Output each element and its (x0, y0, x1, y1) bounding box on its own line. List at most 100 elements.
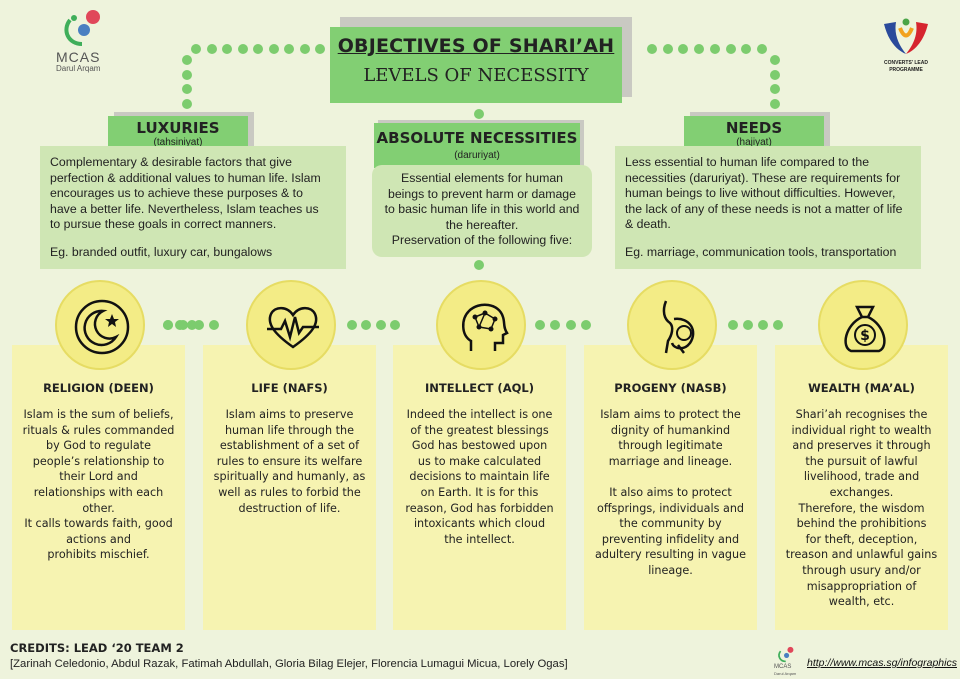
card-description-line: for theft, deception, (805, 532, 918, 546)
necessity-card: RELIGION (DEEN)Islam is the sum of belie… (12, 345, 185, 630)
connector-dot (347, 320, 357, 330)
card-description-line (584, 469, 757, 485)
connector-dot (253, 44, 263, 54)
connector-dot (178, 320, 189, 330)
card-description-line: through legitimate (618, 439, 723, 453)
description-line: to pursue these goals in correct manners… (50, 217, 277, 231)
card-title: LIFE (NAFS) (251, 381, 328, 395)
page-title: OBJECTIVES OF SHARI’AH (337, 35, 615, 57)
connector-dot (728, 320, 738, 330)
card-description-line: Therefore, the wisdom (798, 501, 925, 515)
footer-url-link[interactable]: http://www.mcas.sg/infographics (807, 657, 957, 669)
card-description-line: and preserves it through (792, 439, 931, 453)
footer-logo: MCAS Darul Arqam (770, 646, 806, 678)
card-description-line: their Lord and (59, 470, 138, 484)
card-description-line: dignity of humankind (610, 423, 731, 437)
connector-dot (770, 99, 780, 109)
connector-dot (770, 55, 780, 65)
card-description-line: Islam is the sum of beliefs, (23, 408, 174, 421)
card-description-line: the intellect. (444, 532, 515, 546)
connector-dot (474, 109, 484, 119)
needs-example: Eg. marriage, communication tools, trans… (625, 244, 897, 259)
connector-dot (182, 69, 192, 80)
card-description-line: through usury and/or (802, 563, 921, 577)
connector-dot (770, 69, 780, 80)
card-description-line: human life through the (224, 423, 355, 437)
converts-lead-icon (884, 18, 928, 54)
card-description-line: on Earth. It is for this (420, 485, 539, 499)
connector-dot (770, 84, 780, 95)
card-description-line: actions and (66, 532, 131, 546)
description-line: perfection & additional values to human … (50, 170, 321, 185)
card-description-line: exchanges. (829, 485, 894, 499)
luxuries-heading: LUXURIES (136, 119, 220, 137)
connector-dot (299, 44, 310, 54)
connector-dot (284, 44, 294, 54)
card-description-line: Indeed the intellect is one (406, 408, 553, 421)
card-description-line: prohibits mischief. (47, 548, 150, 562)
needs-description-box: Less essential to human life compared to… (615, 146, 921, 269)
card-description-line: marriage and lineage. (608, 454, 733, 468)
connector-dot (647, 44, 657, 54)
connector-dot (565, 320, 576, 330)
footer-logo-sub: Darul Arqam (774, 671, 797, 676)
connector-dot (315, 44, 325, 54)
description-line: have a better life. Nevertheless, Islam … (50, 201, 319, 216)
card-description-line: individual right to wealth (791, 423, 932, 437)
card-icon-circle (627, 280, 717, 370)
card-description-line: decisions to maintain life (409, 470, 550, 484)
card-description-line: It also aims to protect (609, 485, 732, 499)
necessities-heading-box: ABSOLUTE NECESSITIES (daruriyat) (374, 123, 580, 168)
card-icon-circle: $ (818, 280, 908, 370)
card-title: PROGENY (NASB) (614, 381, 727, 395)
card-description-line: Islam aims to protect the (600, 408, 741, 421)
needs-description: Less essential to human life compared to… (625, 155, 911, 233)
card-description-line: establishment of a set of (219, 439, 360, 453)
luxuries-term: (tahsiniyat) (153, 137, 203, 148)
card-description-line: lineage. (648, 563, 693, 577)
connector-dot (662, 44, 673, 54)
description-line: Essential elements for human (401, 171, 563, 185)
footer-logo-name: MCAS (774, 664, 792, 670)
credits-names: [Zarinah Celedonio, Abdul Razak, Fatimah… (10, 658, 568, 670)
needs-term: (hajiyat) (736, 137, 772, 148)
connector-dot (694, 44, 705, 54)
card-description-line: preventing infidelity and (601, 532, 740, 546)
necessities-term: (daruriyat) (454, 150, 500, 161)
card-description-line: reason, God has forbidden (405, 501, 554, 515)
needs-heading: NEEDS (725, 119, 783, 137)
crescent-star-icon (74, 299, 130, 355)
connector-dot (709, 44, 720, 54)
title-box: OBJECTIVES OF SHARI’AH LEVELS OF NECESSI… (330, 27, 622, 103)
card-description-line: relationships with each (33, 485, 164, 499)
connector-dot (193, 320, 204, 330)
converts-lead-line1: CONVERTS' LEAD (884, 60, 928, 66)
description-line: & death. (625, 217, 671, 231)
description-line: Complementary & desirable factors that g… (50, 155, 292, 169)
money-bag-icon: $ (844, 305, 886, 353)
description-line: necessities (daruriyat). These are requi… (625, 170, 901, 185)
card-description-line: behind the prohibitions (796, 517, 927, 531)
connector-dot (743, 320, 753, 330)
card-description-line: treason and unlawful gains (785, 548, 938, 562)
card-description-line: other. (82, 501, 115, 515)
card-description-line: rituals & rules commanded (22, 423, 175, 437)
card-description-line: the community by (619, 517, 722, 531)
credits-heading: CREDITS: LEAD ‘20 TEAM 2 (10, 641, 184, 655)
connector-dot (182, 84, 192, 95)
pregnancy-icon (662, 300, 695, 354)
description-line: encourages us to achieve these purposes … (50, 186, 303, 200)
connector-dot (182, 99, 192, 109)
connector-dot (741, 44, 752, 54)
luxuries-example: Eg. branded outfit, luxury car, bungalow… (50, 244, 273, 259)
mcas-logo: MCAS Darul Arqam (52, 8, 122, 73)
card-description-line: offsprings, individuals and (596, 501, 745, 515)
connector-dot (222, 44, 232, 54)
connector-dot (191, 44, 201, 54)
connector-dot (581, 320, 591, 330)
